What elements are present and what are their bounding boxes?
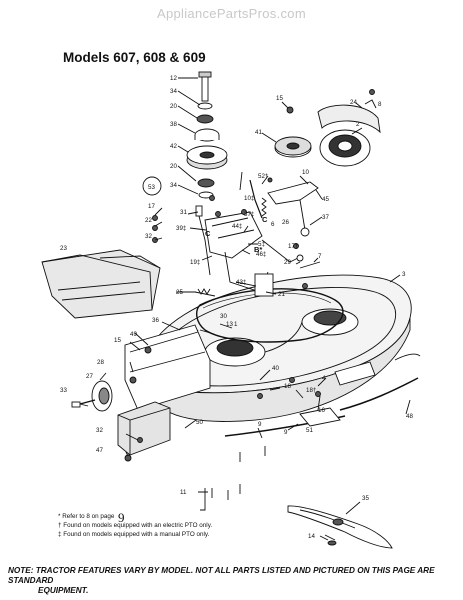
part-label-32a: 32 [145,233,152,240]
part-label-16: 16 [318,407,325,414]
page-number: 9 [118,510,125,525]
page-title: Models 607, 608 & 609 [63,50,206,65]
part-label-30: 30 [220,313,227,320]
part-label-28: 28 [97,359,104,366]
part-label-12: 12 [170,75,177,82]
part-label-15b: 15 [114,337,121,344]
part-label-1: 1 [234,321,238,328]
part-label-25: 25 [176,289,183,296]
part-label-4: 4 [322,375,326,382]
callout-53 [142,176,162,196]
footnote-electric-pto: † Found on models equipped with an elect… [58,522,213,529]
part-label-47: 47 [96,447,103,454]
part-label-50: 50 [196,419,203,426]
part-label-31: 31 [180,209,187,216]
part-label-20b: 20 [170,163,177,170]
part-label-11: 11 [180,489,187,496]
watermark: AppliancePartsPros.com [157,6,306,21]
part-label-42: 42 [170,143,177,150]
part-label-29: 29 [284,259,291,266]
footnote-manual-pto: ‡ Found on models equipped with a manual… [58,531,210,538]
part-label-8: 8 [378,101,382,108]
part-label-14: 14 [308,533,315,540]
part-label-22: 22 [145,217,152,224]
part-label-41: 41 [255,129,262,136]
blade-35 [287,505,393,549]
part-label-18a: 18 [284,383,291,390]
part-label-27: 27 [86,373,93,380]
part-label-10b: 10‡ [244,195,255,202]
part-label-48: 48 [406,413,413,420]
callout-c-left: C [205,229,211,238]
bearing-20b [197,178,215,188]
part-label-33: 33 [60,387,67,394]
part-label-5: 5‡ [258,241,265,248]
part-label-37a: 37 [322,214,329,221]
part-label-43: 43‡ [236,279,247,286]
footnote-refer: * Refer to 8 on page [58,513,115,520]
bracket-43 [254,273,274,297]
drive-belt [196,288,344,343]
part-label-15a: 15 [276,95,283,102]
part-label-40: 40 [272,365,279,372]
deck-skirt [146,317,411,422]
part-label-2: 2 [356,121,360,128]
part-label-35: 35 [362,495,369,502]
part-label-38: 38 [170,121,177,128]
part-label-24: 24 [350,99,357,106]
part-label-3: 3 [402,271,406,278]
note-line-1: NOTE: TRACTOR FEATURES VARY BY MODEL. NO… [8,566,435,585]
part-label-9a: 9 [258,421,262,428]
part-label-23: 23 [60,245,67,252]
spring-26 [261,197,267,217]
part-label-6: 6 [271,221,275,228]
part-label-9b: 9 [284,429,288,436]
part-label-52: 52† [258,173,269,180]
part-label-17b: 17† [288,243,299,250]
part-label-34a: 34 [170,88,177,95]
part-label-10a: 10 [302,169,309,176]
part-label-44: 44‡ [232,223,243,230]
part-label-53: 53 [148,184,155,191]
part-label-49: 49 [130,331,137,338]
part-label-20a: 20 [170,103,177,110]
part-label-45: 45 [322,196,329,203]
part-label-18b: 18† [306,387,317,394]
part-label-51: 51 [306,427,313,434]
belt-guard-24 [317,104,381,134]
callout-b: B* [254,245,262,254]
part-label-39: 39‡ [176,225,187,232]
part-label-13: 13 [226,321,233,328]
bearing-20 [196,114,214,124]
part-label-36: 36 [152,317,159,324]
part-label-17a: 17 [148,203,155,210]
part-label-34b: 34 [170,182,177,189]
part-label-46: 46‡ [256,251,267,258]
standard-equipment-note: NOTE: TRACTOR FEATURES VARY BY MODEL. NO… [8,566,458,596]
rod-25 [194,291,216,297]
callout-c-right: C [262,215,268,224]
note-line-2: EQUIPMENT. [38,586,89,595]
part-label-37b: 37‡ [244,211,255,218]
part-label-21: 21 [278,291,285,298]
part-label-32b: 32 [96,427,103,434]
spacer-34 [197,102,213,110]
rod-48 [339,377,419,411]
front-baffle-50 [117,401,171,456]
part-label-26: 26 [282,219,289,226]
part-label-7: 7 [318,253,322,260]
deck-front-plate [124,324,211,411]
part-label-19: 19‡ [190,259,201,266]
bolt-12 [201,74,209,102]
idler-arm-45 [267,181,319,205]
